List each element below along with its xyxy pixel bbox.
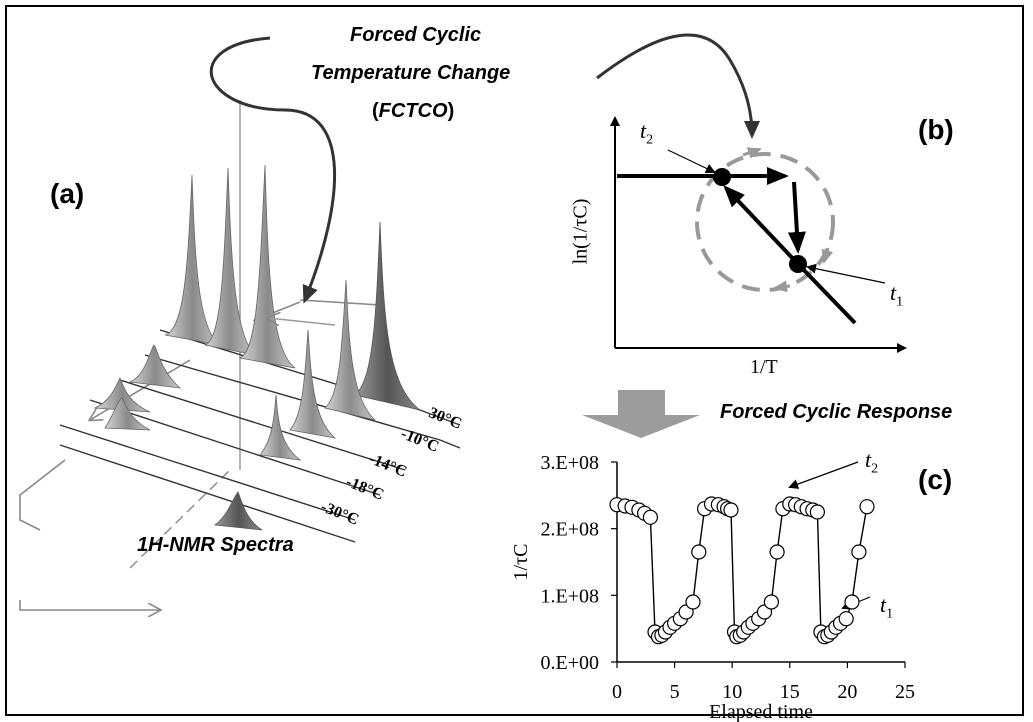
baseline-6 <box>59 444 356 543</box>
t2-letter: t <box>640 118 647 143</box>
title-line-2: Temperature Change <box>311 62 511 84</box>
panel-b-t2: t2 <box>640 118 653 148</box>
diagonal-path-lower <box>796 262 857 325</box>
chart-x-tick-label: 10 <box>722 681 742 703</box>
chart-y-axis-label: 1/τC <box>510 544 532 581</box>
peak-back-2 <box>204 167 257 356</box>
chart-data-point <box>685 594 701 610</box>
chart-y-tick-label: 1.E+08 <box>541 585 600 607</box>
panel-b-diagram <box>610 116 907 353</box>
cycle-arrow-right <box>821 247 834 264</box>
c-t1-letter: t <box>880 592 887 617</box>
chart-data-point <box>851 544 867 560</box>
title-abbr-wrap: (FCTCO) <box>372 100 454 123</box>
t1-letter: t <box>890 280 897 305</box>
abbr-text: FCTCO <box>378 100 448 122</box>
stack-arrow <box>268 318 336 325</box>
chart-data-point <box>691 544 707 560</box>
cycle-arrow-bottom <box>773 280 791 293</box>
cycle-arrow-top <box>742 147 762 159</box>
t2-leader <box>667 149 716 174</box>
peak-front-2 <box>93 377 151 413</box>
chart-x-tick-label: 15 <box>780 681 800 703</box>
front-axis-left <box>19 459 66 531</box>
c-t1-sub: 1 <box>886 606 894 622</box>
chart-y-tick-label: 3.E+08 <box>541 452 600 474</box>
c-t2-letter: t <box>865 447 872 472</box>
peak-back-3 <box>238 164 296 369</box>
baseline-4 <box>89 399 381 496</box>
chart-y-tick-label: 2.E+08 <box>541 519 600 541</box>
state-point-t2 <box>713 168 731 186</box>
chart-x-tick-label: 25 <box>895 681 915 703</box>
peak-front-4 <box>213 491 263 531</box>
dashed-axis <box>129 469 231 569</box>
panel-c-label: (c) <box>918 464 953 495</box>
panel-b-label: (b) <box>918 114 954 145</box>
c-t2-sub: 2 <box>871 461 879 477</box>
peak-mid-3 <box>259 394 302 461</box>
ppm-axis-arrow <box>90 359 191 420</box>
panel-c-t2: t2 <box>865 447 878 477</box>
cycle-dashed-circle <box>695 152 835 292</box>
nmr-stack <box>19 100 461 610</box>
chart-x-tick-label: 20 <box>837 681 857 703</box>
diagonal-path-upper <box>723 185 800 266</box>
peak-front-3 <box>104 397 151 431</box>
chart-data-point <box>809 504 826 520</box>
fctco-to-spectra-arrow <box>209 36 337 304</box>
peak-mid-1 <box>324 279 376 421</box>
panel-c-t1: t1 <box>880 592 893 622</box>
baseline-2 <box>144 354 461 449</box>
peak-front-1 <box>128 344 182 389</box>
response-down-arrow <box>582 390 700 438</box>
baseline-5 <box>59 424 356 521</box>
chart-series-line <box>616 503 868 638</box>
panel-a-label: (a) <box>50 178 85 209</box>
cooling-path <box>787 181 806 254</box>
chart-x-tick-label: 0 <box>612 681 622 703</box>
t1-leader <box>806 263 886 284</box>
peak-back-4 <box>354 221 421 411</box>
chart-data-point <box>642 509 659 525</box>
abbr-open: ( <box>372 100 379 122</box>
chart-data-point <box>723 502 739 518</box>
panel-a-caption: 1H-NMR Spectra <box>137 534 294 556</box>
chart-data-point <box>763 594 780 610</box>
figure-frame <box>5 5 1024 716</box>
chart-y-tick-label: 0.E+00 <box>541 652 600 674</box>
response-label: Forced Cyclic Response <box>720 401 953 423</box>
title-line-1: Forced Cyclic <box>350 24 482 46</box>
front-axis-bottom <box>19 600 160 610</box>
state-point-t1 <box>789 255 807 273</box>
baseline-3 <box>119 379 406 471</box>
chart-data-point <box>769 544 785 560</box>
c-t2-leader <box>788 461 859 489</box>
peak-back-1 <box>164 174 221 346</box>
chart-x-tick-label: 5 <box>670 681 680 703</box>
panel-b-t1: t1 <box>890 280 903 310</box>
chart-data-point <box>844 594 860 610</box>
t1-sub: 1 <box>896 294 904 310</box>
peak-mid-2 <box>289 329 337 439</box>
panel-b-xlabel: 1/T <box>750 356 778 378</box>
t2-sub: 2 <box>646 132 654 148</box>
chart-data-point <box>859 499 875 515</box>
chart-x-axis-label: Elapsed time <box>709 701 813 722</box>
fctco-to-panel-b-arrow <box>596 33 760 139</box>
abbr-close: ) <box>447 100 455 122</box>
chart-data-point <box>838 611 854 627</box>
